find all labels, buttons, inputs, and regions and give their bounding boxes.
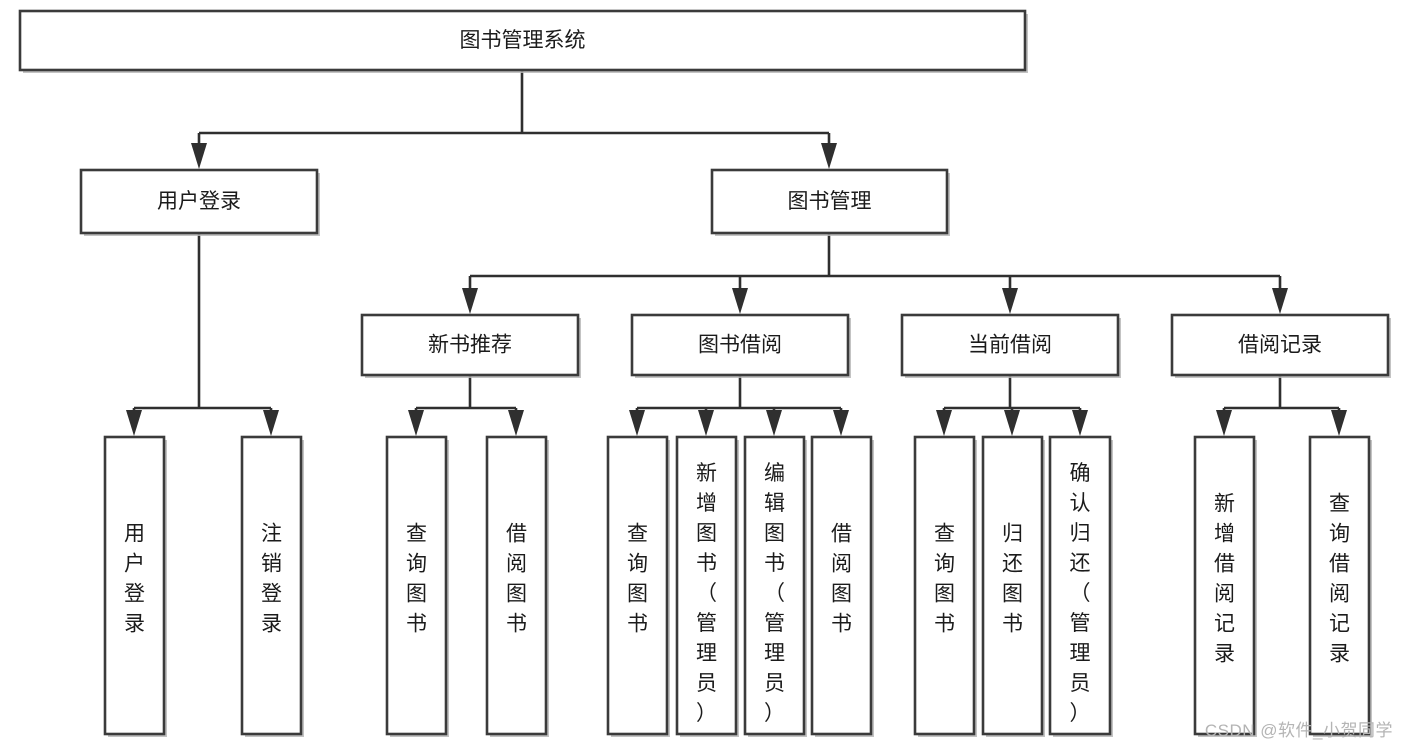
node-label: 当前借阅: [968, 334, 1052, 357]
node-label: 归还图书: [1002, 523, 1023, 636]
node-leaf-borrow-book[interactable]: 借阅图书: [810, 435, 874, 737]
node-label: 查询图书: [934, 523, 955, 636]
node-user-login[interactable]: 用户登录: [79, 168, 320, 236]
node-label: 借阅图书: [831, 523, 852, 636]
node-box[interactable]: [810, 435, 873, 736]
watermark-text: CSDN @软件_小贺同学: [1204, 721, 1393, 740]
connector-edge-bus-level2: [191, 131, 837, 169]
node-label: 新书推荐: [428, 334, 512, 357]
node-box[interactable]: [710, 168, 949, 235]
node-label: 查询借阅记录: [1329, 493, 1350, 666]
arrow-head-icon: [263, 410, 279, 436]
node-leaf-add-book[interactable]: 新增图书（管理员）: [675, 435, 739, 737]
arrow-head-icon: [191, 143, 207, 169]
node-leaf-query-borrow-record[interactable]: 查询借阅记录: [1308, 435, 1372, 737]
node-box[interactable]: [981, 435, 1044, 736]
connector-edge-bus-level3: [462, 274, 1288, 314]
node-label: 图书管理: [788, 190, 872, 213]
node-box[interactable]: [240, 435, 303, 736]
arrow-head-icon: [629, 410, 645, 436]
arrow-head-icon: [821, 143, 837, 169]
arrow-head-icon: [1216, 410, 1232, 436]
node-label: 借阅图书: [506, 523, 527, 636]
arrow-head-icon: [732, 288, 748, 314]
node-box[interactable]: [18, 9, 1027, 72]
node-leaf-edit-book[interactable]: 编辑图书（管理员）: [743, 435, 807, 737]
node-label: 图书借阅: [698, 334, 782, 357]
node-leaf-add-borrow-record[interactable]: 新增借阅记录: [1193, 435, 1257, 737]
node-box[interactable]: [675, 435, 738, 736]
node-leaf-query-book-recommend[interactable]: 查询图书: [385, 435, 449, 737]
node-layer: 图书管理系统用户登录图书管理新书推荐图书借阅当前借阅借阅记录用户登录注销登录查询…: [18, 9, 1391, 737]
node-book-manage[interactable]: 图书管理: [710, 168, 950, 236]
node-label: 图书管理系统: [460, 29, 586, 52]
connector-edge-bus-record-leaves: [1216, 406, 1347, 436]
node-current-borrow[interactable]: 当前借阅: [900, 313, 1121, 378]
connector-edge-bus-recommend-leaves: [408, 406, 524, 436]
node-box[interactable]: [385, 435, 448, 736]
node-box[interactable]: [103, 435, 166, 736]
node-root[interactable]: 图书管理系统: [18, 9, 1028, 73]
node-box[interactable]: [1308, 435, 1371, 736]
arrow-head-icon: [508, 410, 524, 436]
node-label: 确认归还（管理员）: [1070, 462, 1091, 725]
node-new-book-recommend[interactable]: 新书推荐: [360, 313, 581, 378]
node-label: 新增借阅记录: [1214, 493, 1235, 666]
node-box[interactable]: [606, 435, 669, 736]
node-box[interactable]: [1193, 435, 1256, 736]
node-leaf-query-book-borrow[interactable]: 查询图书: [606, 435, 670, 737]
arrow-head-icon: [1272, 288, 1288, 314]
connector-edge-bus-userlogin-leaves: [126, 406, 279, 436]
node-box[interactable]: [743, 435, 806, 736]
node-leaf-return-book[interactable]: 归还图书: [981, 435, 1045, 737]
node-box[interactable]: [79, 168, 319, 235]
node-label: 用户登录: [157, 190, 241, 213]
node-box[interactable]: [630, 313, 850, 377]
node-label: 新增图书（管理员）: [696, 462, 717, 725]
node-leaf-borrow-book-recommend[interactable]: 借阅图书: [485, 435, 549, 737]
arrow-head-icon: [698, 410, 714, 436]
arrow-head-icon: [1331, 410, 1347, 436]
node-box[interactable]: [900, 313, 1120, 377]
node-leaf-user-logout[interactable]: 注销登录: [240, 435, 304, 737]
node-leaf-query-book-current[interactable]: 查询图书: [913, 435, 977, 737]
arrow-head-icon: [766, 410, 782, 436]
arrow-head-icon: [936, 410, 952, 436]
arrow-head-icon: [1072, 410, 1088, 436]
arrow-head-icon: [1002, 288, 1018, 314]
node-box[interactable]: [913, 435, 976, 736]
node-box[interactable]: [1170, 313, 1390, 377]
node-label: 查询图书: [627, 523, 648, 636]
node-label: 注销登录: [261, 523, 282, 636]
node-label: 查询图书: [406, 523, 427, 636]
arrow-head-icon: [408, 410, 424, 436]
node-leaf-user-login[interactable]: 用户登录: [103, 435, 167, 737]
node-box[interactable]: [485, 435, 548, 736]
arrow-head-icon: [1004, 410, 1020, 436]
node-label: 借阅记录: [1238, 334, 1322, 357]
arrow-head-icon: [462, 288, 478, 314]
connector-edge-bus-current-leaves: [936, 406, 1088, 436]
node-book-borrow[interactable]: 图书借阅: [630, 313, 851, 378]
connector-layer: [126, 70, 1347, 436]
node-label: 编辑图书（管理员）: [764, 462, 785, 725]
node-label: 用户登录: [124, 523, 145, 636]
arrow-head-icon: [833, 410, 849, 436]
connector-edge-bus-borrow-leaves: [629, 406, 849, 436]
node-box[interactable]: [360, 313, 580, 377]
node-borrow-record[interactable]: 借阅记录: [1170, 313, 1391, 378]
arrow-head-icon: [126, 410, 142, 436]
node-leaf-confirm-return[interactable]: 确认归还（管理员）: [1048, 435, 1113, 737]
node-box[interactable]: [1048, 435, 1112, 736]
